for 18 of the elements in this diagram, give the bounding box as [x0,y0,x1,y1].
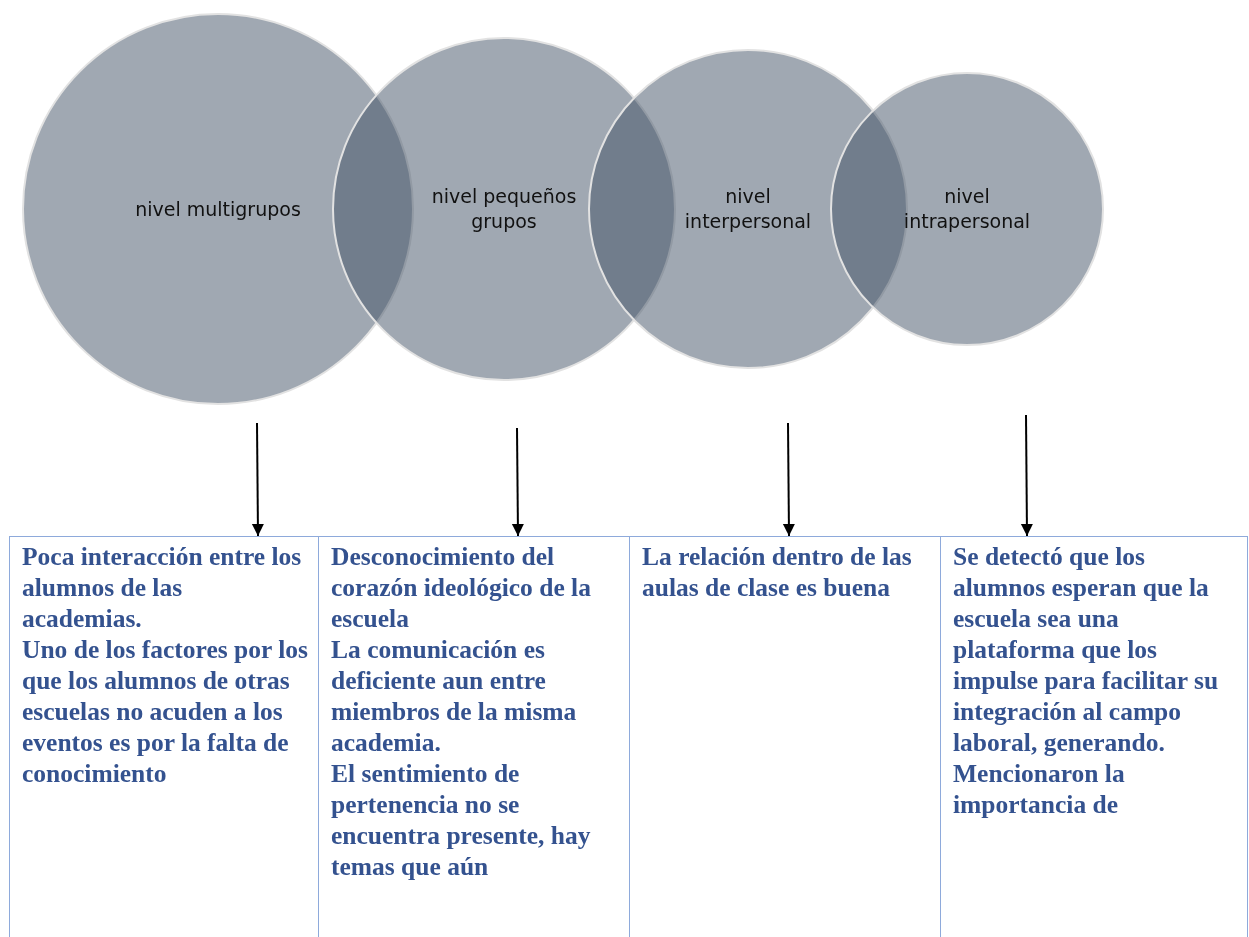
cell-text: La comunicación es deficiente aun entre miembros de la misma academia. [331,634,578,758]
table-cell [940,536,1248,937]
arrow [511,427,524,537]
cell-text: Poca interacción entre los alumnos de las academias. [22,541,303,634]
cell-text: Se detectó que los alumnos esperan que la escuela sea una plataforma que los impulse para facilitar su integración al campo laboral, generando. [953,541,1220,758]
circle-label: nivel pequeños grupos [430,184,578,234]
cell-text: Mencionaron la importancia de [953,758,1126,820]
arrow [251,422,264,537]
cell-text: La relación dentro de las aulas de clase es buena [642,541,913,603]
table-cell [9,536,319,937]
circle-label: nivel intrapersonal [902,184,1032,234]
circle-label: nivel interpersonal [683,184,813,234]
cell-text: El sentimiento de pertenencia no se encuentra presente, hay temas que aún [331,758,592,882]
arrow [1020,414,1033,537]
cell-text: Uno de los factores por los que los alumnos de otras escuelas no acuden a los eventos es por la falta de conocimiento [22,634,308,789]
arrow [782,422,795,537]
circle-label: nivel multigrupos [134,196,302,222]
cell-text: Desconocimiento del corazón ideológico de la escuela [331,541,592,634]
